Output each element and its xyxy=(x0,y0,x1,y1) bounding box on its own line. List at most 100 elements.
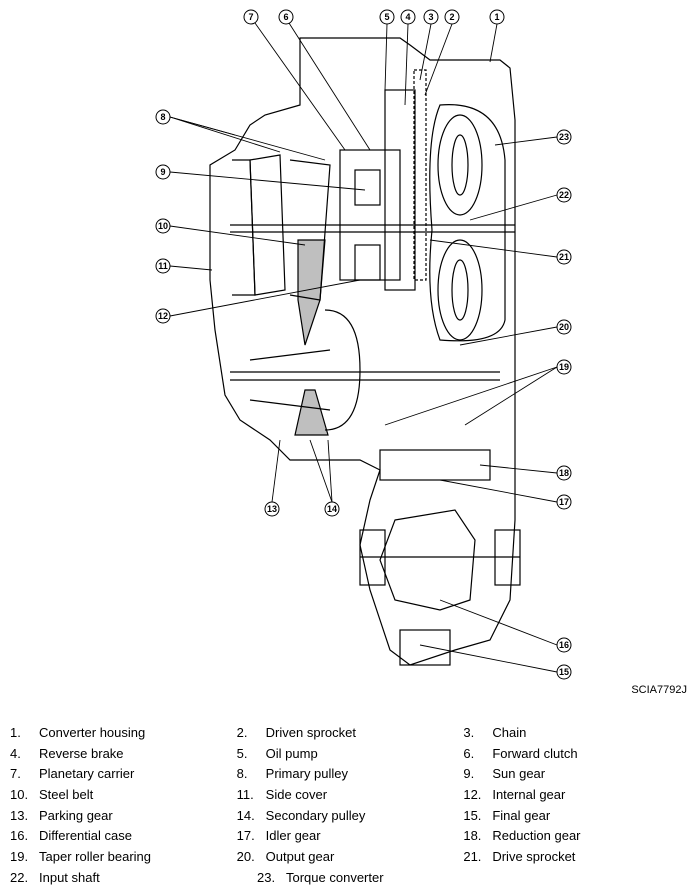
legend-item-name: Reduction gear xyxy=(492,828,581,844)
legend-row: 10. Steel belt 11. Side cover 12. Internal ge… xyxy=(10,784,690,805)
secondary-pulley-shape xyxy=(324,309,361,431)
callout-4: 4 xyxy=(405,12,410,22)
chain-shape xyxy=(413,69,427,281)
legend-item-name: Forward clutch xyxy=(492,745,578,761)
legend-item-number: 18. xyxy=(463,828,482,844)
legend-item: 19.Taper roller bearing xyxy=(10,849,237,864)
legend-item-name: Differential case xyxy=(39,828,132,844)
legend-item: 21. Drive sprocket xyxy=(463,849,690,864)
legend-row: 13. Parking gear 14. Secondary pulley 15. Fin… xyxy=(10,805,690,826)
callout-11: 11 xyxy=(158,261,168,271)
callout-21: 21 xyxy=(559,252,569,262)
final-gear-shape xyxy=(399,629,451,666)
legend-item: 3. Chain xyxy=(463,725,690,740)
legend-item-name: Chain xyxy=(492,724,527,740)
legend-item-number: 14. xyxy=(236,807,255,823)
legend-item: 14. Secondary pulley xyxy=(237,808,464,823)
legend-item-name: Output gear xyxy=(265,848,335,864)
callout-23: 23 xyxy=(559,132,569,142)
legend-row: 7. Planetary carrier 8. Primary pulley 9. Sun… xyxy=(10,763,690,784)
legend-row: 22. Input shaft 23. Torque converter xyxy=(10,867,690,888)
legend-item-number: 12. xyxy=(463,786,482,802)
legend-item-number: 22. xyxy=(10,869,29,885)
legend-item-name: Drive sprocket xyxy=(492,848,576,864)
legend-item: 16.Differential case xyxy=(10,828,237,843)
legend-item-name: Reverse brake xyxy=(39,745,124,761)
callout-7: 7 xyxy=(248,12,253,22)
legend-item-name: Taper roller bearing xyxy=(39,848,152,864)
legend-item-name: Torque converter xyxy=(286,869,384,885)
transmission-cross-section-diagram: 7 6 5 4 3 2 1 8 9 10 11 12 23 22 21 20 1… xyxy=(155,9,687,696)
legend-item-name: Oil pump xyxy=(265,745,318,761)
legend-item-number: 7. xyxy=(10,766,21,782)
legend-item-number: 2. xyxy=(236,724,248,740)
legend-item: 12. Internal gear xyxy=(463,787,690,802)
legend-item-number: 15. xyxy=(463,807,482,823)
legend-item-name: Secondary pulley xyxy=(265,807,366,823)
legend-item-name: Internal gear xyxy=(492,786,566,802)
legend-item: 1.Converter housing xyxy=(10,725,237,740)
legend-item: 8. Primary pulley xyxy=(237,766,464,781)
legend-item-number: 21. xyxy=(463,848,482,864)
legend-item-name: Planetary carrier xyxy=(39,766,135,782)
legend-item-number: 4. xyxy=(10,745,21,761)
callout-17: 17 xyxy=(559,497,569,507)
legend-item-number: 13. xyxy=(10,807,29,823)
legend-item-name: Idler gear xyxy=(265,828,321,844)
legend-item-name: Parking gear xyxy=(39,807,113,823)
legend-item: 22. Input shaft xyxy=(10,870,257,885)
callout-13: 13 xyxy=(267,504,277,514)
legend-item: 7. Planetary carrier xyxy=(10,766,237,781)
callout-9: 9 xyxy=(160,167,165,177)
legend-item-number: 5. xyxy=(236,745,248,761)
legend-item-number: 1. xyxy=(10,724,21,740)
legend-item-number: 10. xyxy=(10,786,29,802)
legend-item-number: 9. xyxy=(463,766,475,782)
callout-1: 1 xyxy=(494,12,499,22)
legend-item-name: Primary pulley xyxy=(265,766,349,782)
callout-8: 8 xyxy=(160,112,165,122)
callout-6: 6 xyxy=(283,12,288,22)
legend-item: 5. Oil pump xyxy=(237,746,464,761)
legend-item: 6.Forward clutch xyxy=(463,746,690,761)
legend-item: 9. Sun gear xyxy=(463,766,690,781)
reduction-gear-shape xyxy=(379,449,491,481)
differential-shape xyxy=(379,509,476,611)
legend-item: 23. Torque converter xyxy=(257,870,504,885)
steel-belt-lower xyxy=(294,389,329,436)
legend-item-number: 23. xyxy=(257,869,276,885)
legend-item-number: 11. xyxy=(236,786,254,802)
legend-item-name: Driven sprocket xyxy=(265,724,356,740)
legend-item-number: 3. xyxy=(463,724,475,740)
legend-item-name: Input shaft xyxy=(39,869,100,885)
legend-item: 10. Steel belt xyxy=(10,787,237,802)
callout-19: 19 xyxy=(559,362,569,372)
legend-item-name: Steel belt xyxy=(39,786,94,802)
legend-item-number: 20. xyxy=(236,848,255,864)
callout-3: 3 xyxy=(428,12,433,22)
callout-10: 10 xyxy=(158,221,168,231)
steel-belt-shape xyxy=(297,239,326,346)
legend-item-name: Sun gear xyxy=(492,766,546,782)
legend-item-number: 8. xyxy=(236,766,248,782)
legend-item-name: Final gear xyxy=(492,807,551,823)
callout-18: 18 xyxy=(559,468,569,478)
figure-reference-code: SCIA7792J xyxy=(631,684,687,696)
callout-15: 15 xyxy=(559,667,569,677)
torque-converter-shape xyxy=(429,104,506,342)
legend-item: 20. Output gear xyxy=(237,849,464,864)
callout-16: 16 xyxy=(559,640,569,650)
legend-item: 2. Driven sprocket xyxy=(237,725,464,740)
legend-item-name: Side cover xyxy=(265,786,328,802)
callout-22: 22 xyxy=(559,190,569,200)
legend-row: 4. Reverse brake 5. Oil pump 6.Forward clutc… xyxy=(10,743,690,764)
callout-5: 5 xyxy=(384,12,389,22)
housing-outline xyxy=(209,37,516,666)
legend-item: 4. Reverse brake xyxy=(10,746,237,761)
callout-14: 14 xyxy=(327,504,337,514)
callout-12: 12 xyxy=(158,311,168,321)
